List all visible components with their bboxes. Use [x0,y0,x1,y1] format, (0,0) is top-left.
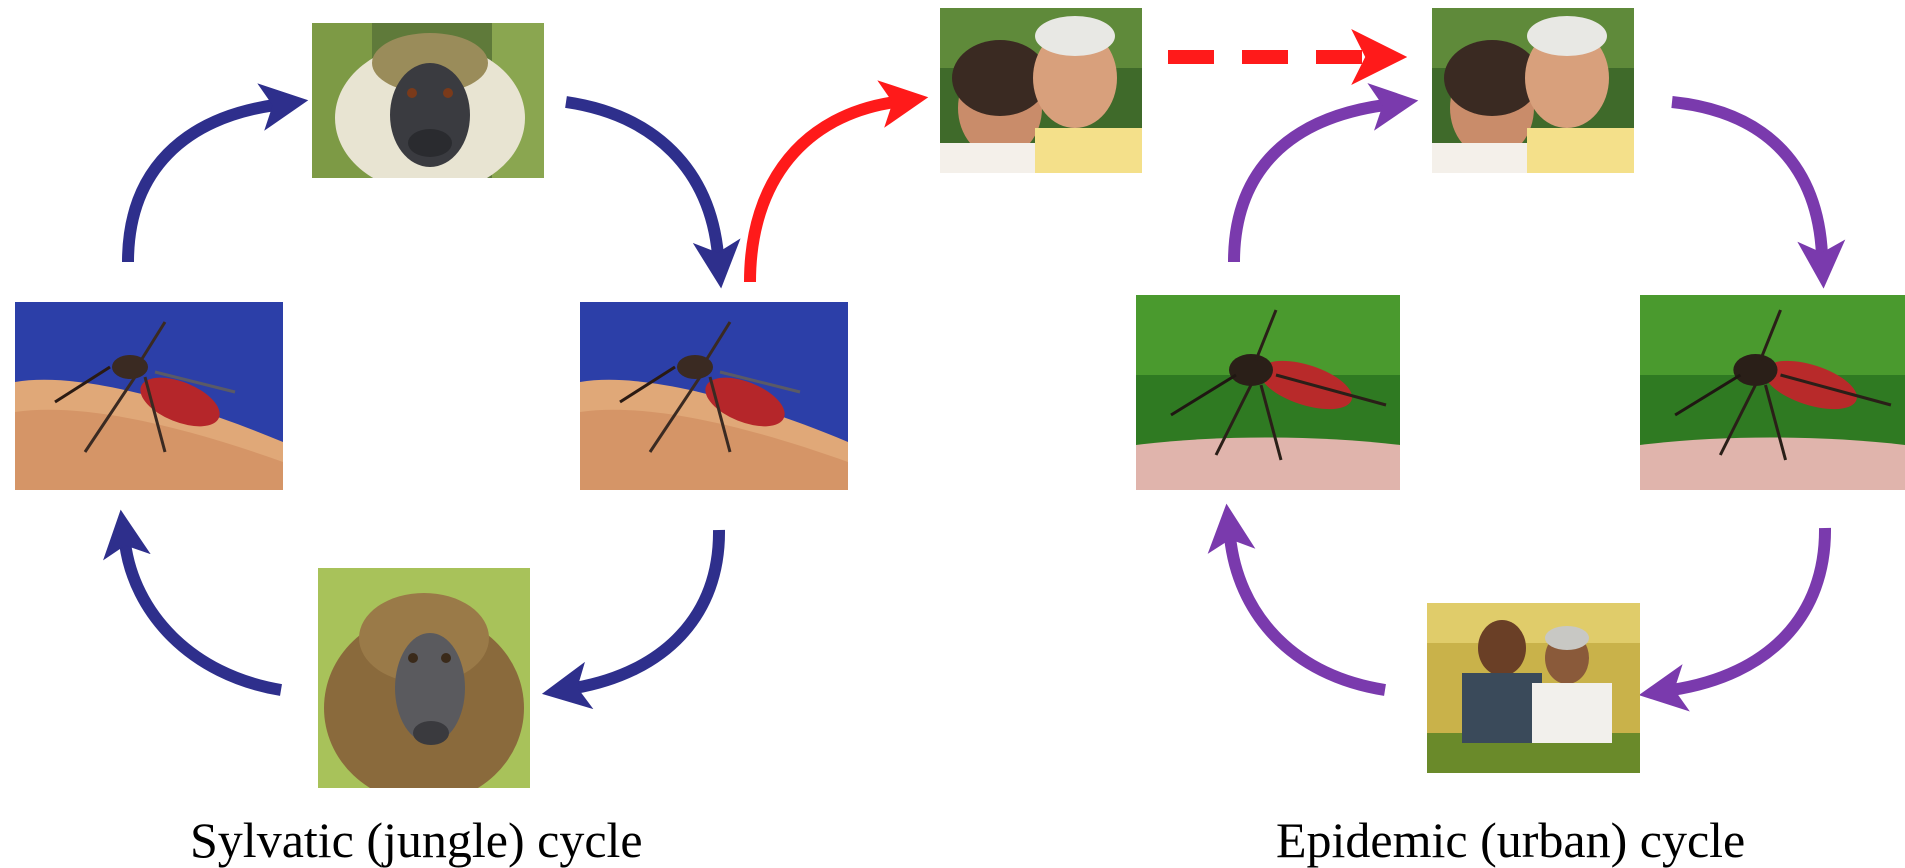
epidemic-arrow-top-right [1672,102,1822,255]
sylvatic-arrow-up-left [128,105,275,262]
baboon-photo [318,568,530,788]
spillover-arrow [750,102,895,282]
human-couple-photo [1432,8,1634,173]
sylvatic-cycle-label: Sylvatic (jungle) cycle [190,815,643,865]
epidemic-arrow-down-right [1672,528,1825,690]
mosquito-photo [15,302,283,490]
human-pair-photo [1427,603,1640,773]
aedes-mosquito-photo [1136,295,1400,490]
monkey-photo [312,23,544,178]
epidemic-arrow-bottom-left [1230,537,1385,690]
sylvatic-arrow-down-right [575,530,719,688]
aedes-mosquito-photo [1640,295,1905,490]
human-couple-photo [940,8,1142,173]
mosquito-photo [580,302,848,490]
sylvatic-arrow-bottom-left [125,543,281,690]
sylvatic-arrow-top-right [566,102,718,255]
epidemic-arrow-up-left [1234,105,1385,262]
epidemic-cycle-label: Epidemic (urban) cycle [1276,815,1745,865]
